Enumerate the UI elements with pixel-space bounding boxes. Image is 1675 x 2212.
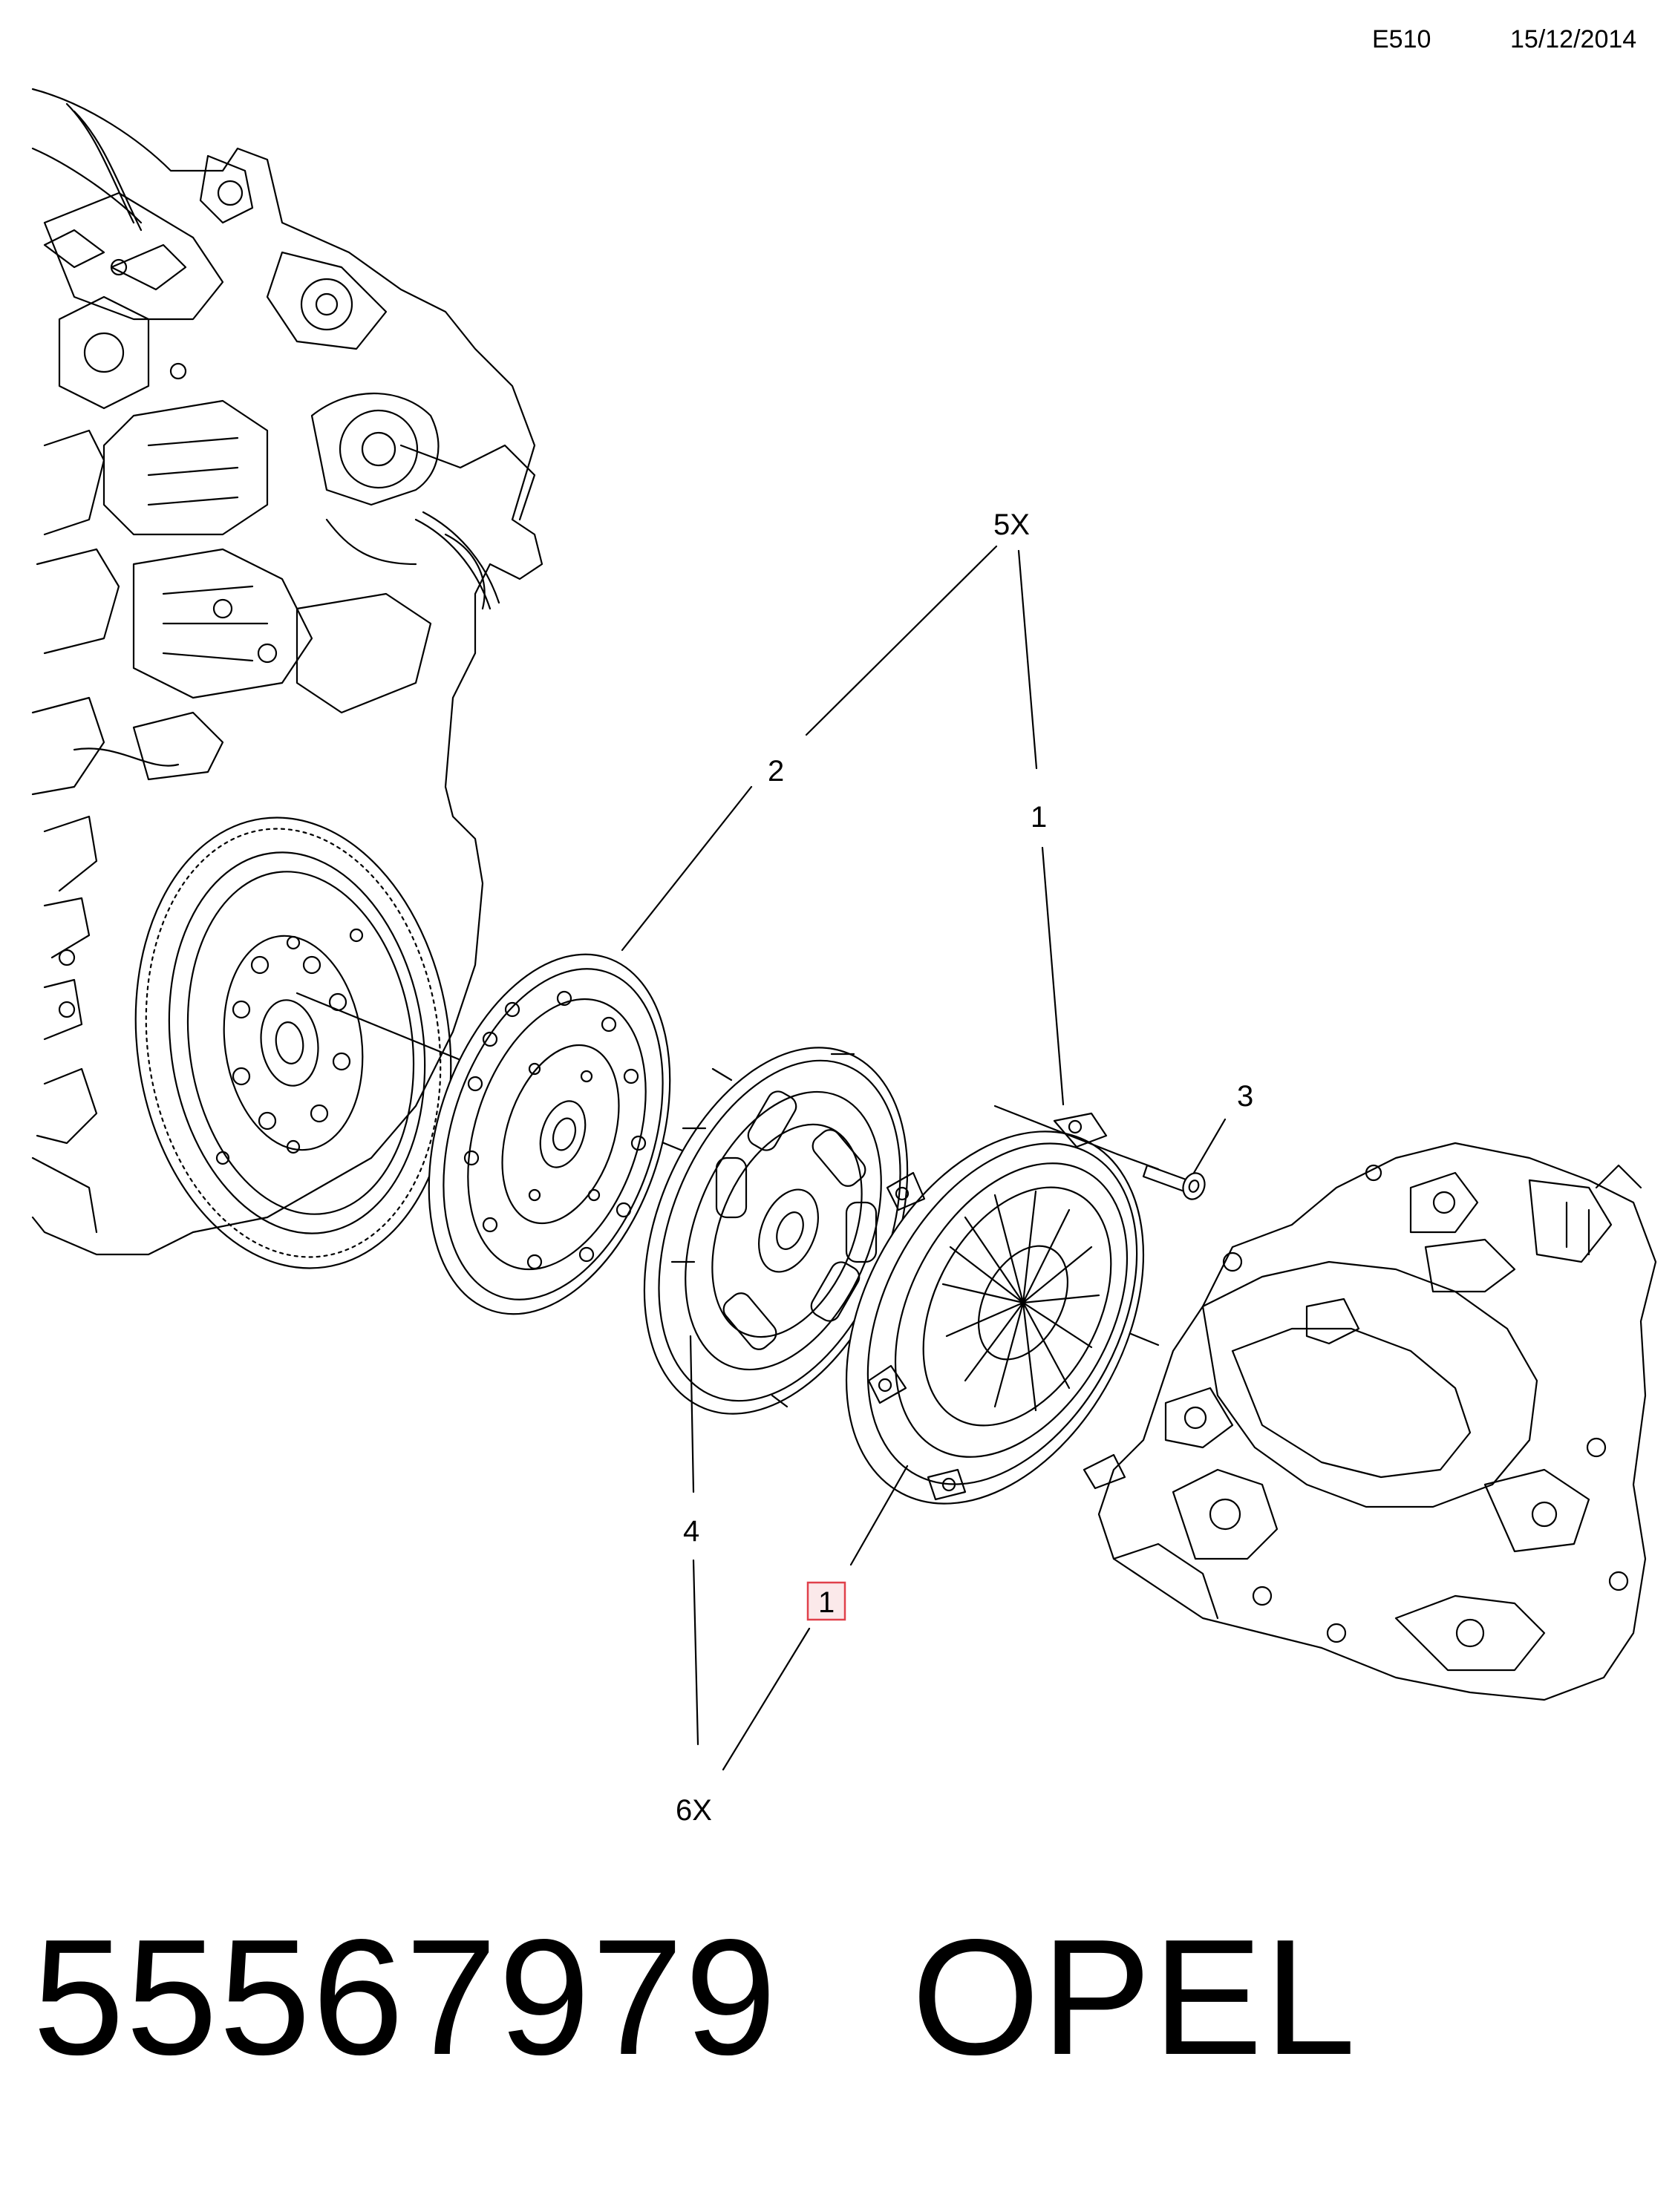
flywheel-illustration bbox=[134, 817, 452, 1269]
brand-name: OPEL bbox=[911, 1905, 1358, 2090]
part-number: 55567979 bbox=[33, 1905, 778, 2090]
callout-item-2: 2 bbox=[768, 755, 784, 788]
engine-block-illustration bbox=[31, 88, 543, 1256]
gearbox-illustration bbox=[1097, 1142, 1657, 1701]
callout-item-3: 3 bbox=[1237, 1080, 1253, 1113]
clutch-disc-inner bbox=[643, 1047, 909, 1415]
clutch-disc-outer bbox=[428, 953, 671, 1315]
diagram-code: E510 bbox=[1372, 25, 1431, 53]
callout-item-4: 4 bbox=[683, 1515, 699, 1548]
leader-lines bbox=[621, 545, 1227, 1771]
callout-qty-bottom: 6X bbox=[676, 1794, 712, 1827]
pressure-plate-illustration bbox=[845, 1112, 1145, 1505]
callout-item-1-top: 1 bbox=[1031, 801, 1047, 834]
bolt-illustration bbox=[993, 1105, 1206, 1200]
highlight-box bbox=[806, 1581, 846, 1621]
diagram-date: 15/12/2014 bbox=[1510, 25, 1637, 53]
callout-qty-top: 5X bbox=[993, 508, 1030, 541]
callout-item-1-highlight: 1 bbox=[818, 1586, 835, 1619]
